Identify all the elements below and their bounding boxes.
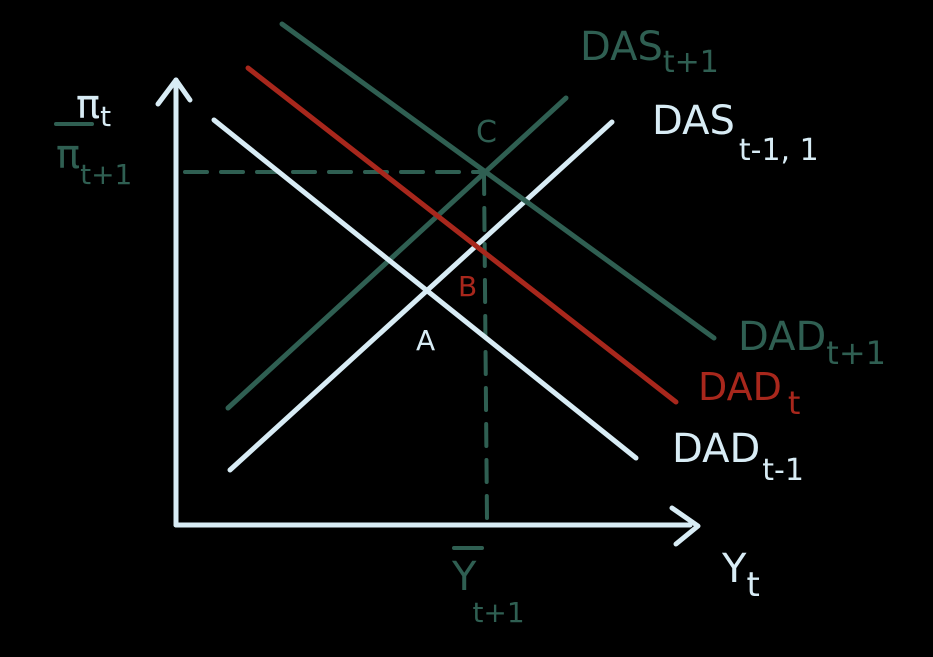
y-axis-label: πt bbox=[76, 82, 111, 133]
guide-lines bbox=[183, 170, 489, 522]
y-marker-sub: t+1 bbox=[80, 158, 132, 191]
das-t-minus-1-label: DASt-1, 1 bbox=[652, 98, 819, 168]
vertical-guide bbox=[482, 170, 489, 522]
y-marker-label: πt+1 bbox=[56, 132, 132, 191]
dad-t-minus-1-line bbox=[211, 117, 639, 461]
das-t-plus-1-line bbox=[225, 95, 569, 411]
curves bbox=[211, 21, 717, 473]
y-marker-main: π bbox=[56, 132, 80, 178]
dad-t-plus-1-label: DADt+1 bbox=[738, 314, 886, 372]
das-t-minus-1-line bbox=[227, 119, 615, 473]
y-axis-label-sub: t bbox=[100, 100, 111, 133]
dad-t-line bbox=[245, 65, 679, 405]
point-b-label: B bbox=[458, 270, 477, 303]
x-axis-label-sub: t bbox=[746, 565, 759, 605]
x-axis-arrowhead bbox=[669, 505, 701, 547]
x-marker-main: Y bbox=[451, 554, 477, 600]
dad-t-label-main: DAD bbox=[698, 365, 782, 409]
x-axis-label-main: Y bbox=[721, 546, 747, 592]
y-axis-label-main: π bbox=[76, 82, 100, 128]
dad-t-plus-1-label-sub: t+1 bbox=[826, 334, 886, 372]
dad-t-minus-1-label-main: DAD bbox=[672, 426, 760, 472]
point-a-label: A bbox=[416, 324, 435, 357]
das-t-plus-1-label-sub: t+1 bbox=[663, 45, 719, 80]
das-t-plus-1-label: DASt+1 bbox=[580, 24, 719, 80]
point-labels: A B C bbox=[416, 115, 497, 357]
dad-t-plus-1-label-main: DAD bbox=[738, 314, 826, 360]
x-axis-label: Yt bbox=[721, 546, 760, 605]
dad-t-minus-1-label-sub: t-1 bbox=[762, 453, 804, 488]
axes bbox=[155, 77, 701, 547]
point-c-label: C bbox=[476, 115, 497, 150]
dad-t-label-sub: t bbox=[788, 384, 801, 422]
dad-t-plus-1-line bbox=[279, 21, 717, 341]
x-marker-sub: t+1 bbox=[472, 596, 524, 629]
das-t-minus-1-label-sub: t-1, 1 bbox=[739, 133, 819, 168]
y-axis-arrowhead bbox=[155, 77, 193, 107]
das-t-minus-1-label-main: DAS bbox=[652, 98, 735, 144]
dad-t-minus-1-label: DADt-1 bbox=[672, 426, 804, 488]
das-t-plus-1-label-main: DAS bbox=[580, 24, 663, 70]
